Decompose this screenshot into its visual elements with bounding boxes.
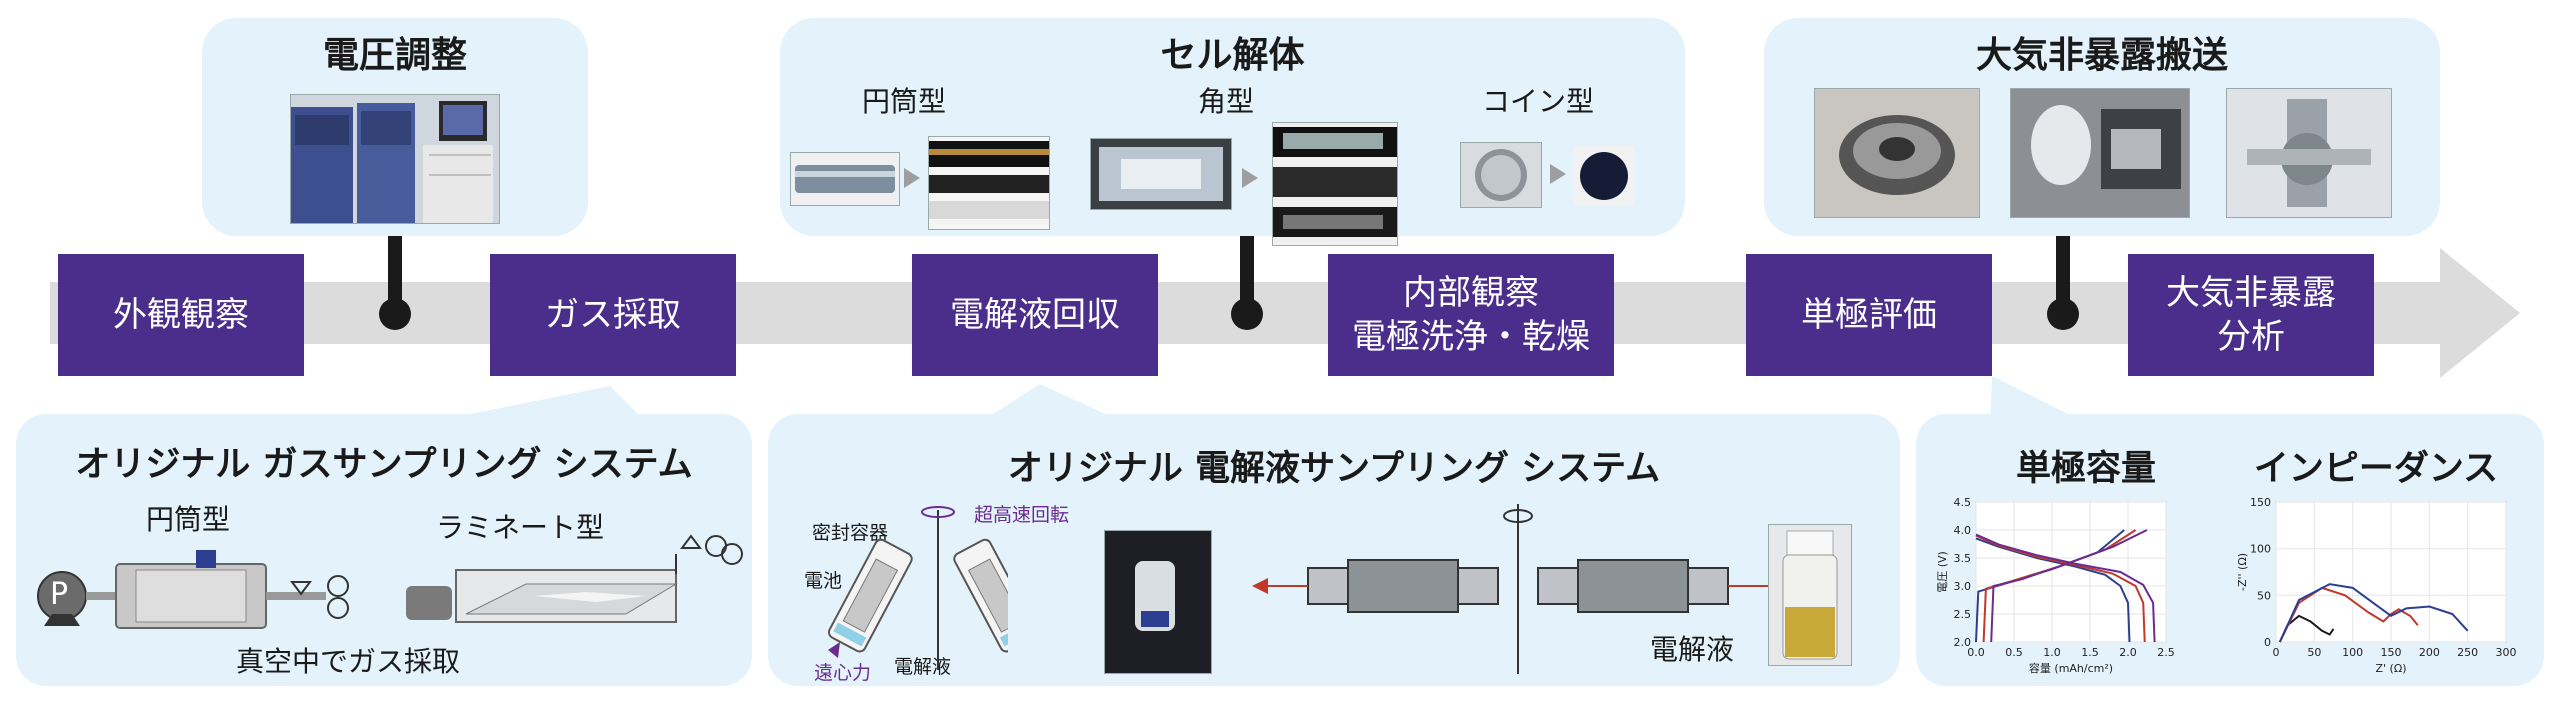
capacity-chart: 0.0 0.5 1.0 1.5 2.0 2.5 2.0 2.5 3.0 3.5 4.0 4.5 容量 (… — [1936, 496, 2175, 675]
transfer-vessel-photo — [1814, 88, 1980, 218]
y-tick-label: 0 — [2264, 636, 2271, 649]
x-tick-label: 200 — [2419, 646, 2440, 659]
y-tick-label: 3.5 — [1954, 552, 1972, 565]
gas-caption: 真空中でガス採取 — [236, 645, 461, 678]
analysis-instrument-photo — [2226, 88, 2392, 218]
glovebox-photo — [2010, 88, 2190, 218]
y-tick-label: 2.5 — [1954, 608, 1972, 621]
connector — [388, 236, 402, 314]
voltage-equipment-photo — [290, 94, 500, 224]
x-tick-label: 0.5 — [2005, 646, 2023, 659]
y-tick-label: 3.0 — [1954, 580, 1972, 593]
y-tick-label: 100 — [2250, 543, 2271, 556]
connector-dot — [2047, 298, 2079, 330]
x-tick-label: 1.0 — [2043, 646, 2061, 659]
gas-system-diagram — [37, 534, 743, 629]
electrolyte-label: 電解液 — [1650, 633, 1735, 666]
x-tick-label: 250 — [2457, 646, 2478, 659]
series-line — [1990, 529, 2148, 643]
capacity-title: 単極容量 — [2015, 449, 2156, 489]
coin-cell-photo — [1460, 142, 1542, 208]
x-tick-label: 0.0 — [1967, 646, 1985, 659]
series-line — [1975, 537, 2131, 643]
battery-label: 電池 — [804, 570, 843, 592]
electrolyte-small-label: 電解液 — [894, 656, 952, 678]
sampling-rotor-diagram — [1252, 504, 1784, 674]
sealed-container-label: 密封容器 — [812, 522, 889, 544]
connector-dot — [379, 298, 411, 330]
centrifugal-label: 遠心力 — [814, 662, 872, 684]
step-single-electrode-eval: 単極評価 — [1746, 254, 1992, 376]
impedance-title: インピーダンス — [2253, 449, 2499, 489]
impedance-chart: 0 50 100 150 200 250 300 0 50 100 150 Z' (Ω) -Z'' (Ω… — [2236, 496, 2517, 675]
series-line — [2278, 583, 2469, 643]
series-line — [1975, 534, 2146, 643]
arrow-icon — [1550, 164, 1566, 184]
x-tick-label: 150 — [2381, 646, 2402, 659]
voltage-title: 電圧調整 — [322, 35, 467, 76]
gas-cylinder-label: 円筒型 — [146, 503, 231, 536]
x-tick-label: 2.5 — [2157, 646, 2175, 659]
series-line — [2278, 586, 2419, 643]
x-axis-label: Z' (Ω) — [2375, 662, 2406, 675]
high-speed-label: 超高速回転 — [974, 504, 1070, 526]
voltage-panel: 電圧調整 — [202, 18, 588, 236]
centrifuge-diagram — [828, 506, 1008, 670]
coin-electrode-photo — [1574, 146, 1634, 206]
y-tick-label: 2.0 — [1954, 636, 1972, 649]
electrolyte-vial-photo — [1768, 524, 1852, 666]
coin-type-label: コイン型 — [1482, 85, 1595, 118]
connector — [2056, 236, 2070, 314]
prismatic-type-label: 角型 — [1198, 85, 1255, 118]
gas-laminate-label: ラミネート型 — [436, 511, 605, 544]
x-axis-label: 容量 (mAh/cm²) — [2029, 661, 2113, 675]
y-tick-label: 50 — [2257, 589, 2271, 602]
electrolyte-sampling-panel: オリジナル 電解液サンプリング システム 密封容器 超高速回転 電池 遠心力 電… — [768, 414, 1900, 686]
step-exterior-inspection: 外観観察 — [58, 254, 304, 376]
arrow-icon — [1242, 168, 1258, 188]
sample-tube-photo — [1104, 530, 1212, 674]
disassembly-title: セル解体 — [1160, 35, 1305, 76]
connector — [1240, 236, 1254, 314]
y-tick-label: 4.0 — [1954, 524, 1972, 537]
y-axis-label: 電圧 (V) — [1936, 551, 1949, 593]
step-electrolyte-recovery: 電解液回収 — [912, 254, 1158, 376]
step-air-free-analysis: 大気非暴露分析 — [2128, 254, 2374, 376]
x-tick-label: 300 — [2496, 646, 2517, 659]
x-tick-label: 1.5 — [2081, 646, 2099, 659]
y-axis-label: -Z'' (Ω) — [2236, 553, 2249, 591]
arrow-icon — [904, 168, 920, 188]
step-internal-inspection: 内部観察電極洗浄・乾燥 — [1328, 254, 1614, 376]
cylinder-cell-photo — [790, 152, 900, 206]
transfer-title: 大気非暴露搬送 — [1975, 35, 2228, 76]
x-tick-label: 2.0 — [2119, 646, 2137, 659]
y-tick-label: 150 — [2250, 496, 2271, 509]
transfer-panel: 大気非暴露搬送 — [1764, 18, 2440, 236]
plot-area — [1975, 501, 2167, 643]
y-tick-label: 4.5 — [1954, 496, 1972, 509]
pump-letter: P — [50, 577, 69, 612]
series-line — [1975, 533, 2156, 643]
disassembly-panel: セル解体 円筒型 角型 コイン型 — [780, 18, 1685, 246]
step-gas-sampling: ガス採取 — [490, 254, 736, 376]
electrolyte-panel-title: オリジナル 電解液サンプリング システム — [1007, 449, 1661, 489]
cylinder-electrode-photo — [928, 136, 1050, 230]
x-tick-label: 100 — [2342, 646, 2363, 659]
prismatic-cell-photo — [1090, 138, 1232, 210]
gas-sampling-panel: オリジナル ガスサンプリング システム 円筒型 ラミネート型 P 真空中でガス採… — [16, 414, 752, 686]
x-tick-label: 0 — [2273, 646, 2280, 659]
x-tick-label: 50 — [2307, 646, 2321, 659]
connector-dot — [1231, 298, 1263, 330]
electrode-eval-panel: 単極容量 インピーダンス 0.0 0.5 1.0 1.5 2.0 2.5 2.0 2.5 3.0… — [1916, 414, 2544, 686]
gas-panel-title: オリジナル ガスサンプリング システム — [75, 445, 693, 485]
prismatic-electrode-photo — [1272, 122, 1398, 246]
cylinder-type-label: 円筒型 — [862, 85, 947, 118]
